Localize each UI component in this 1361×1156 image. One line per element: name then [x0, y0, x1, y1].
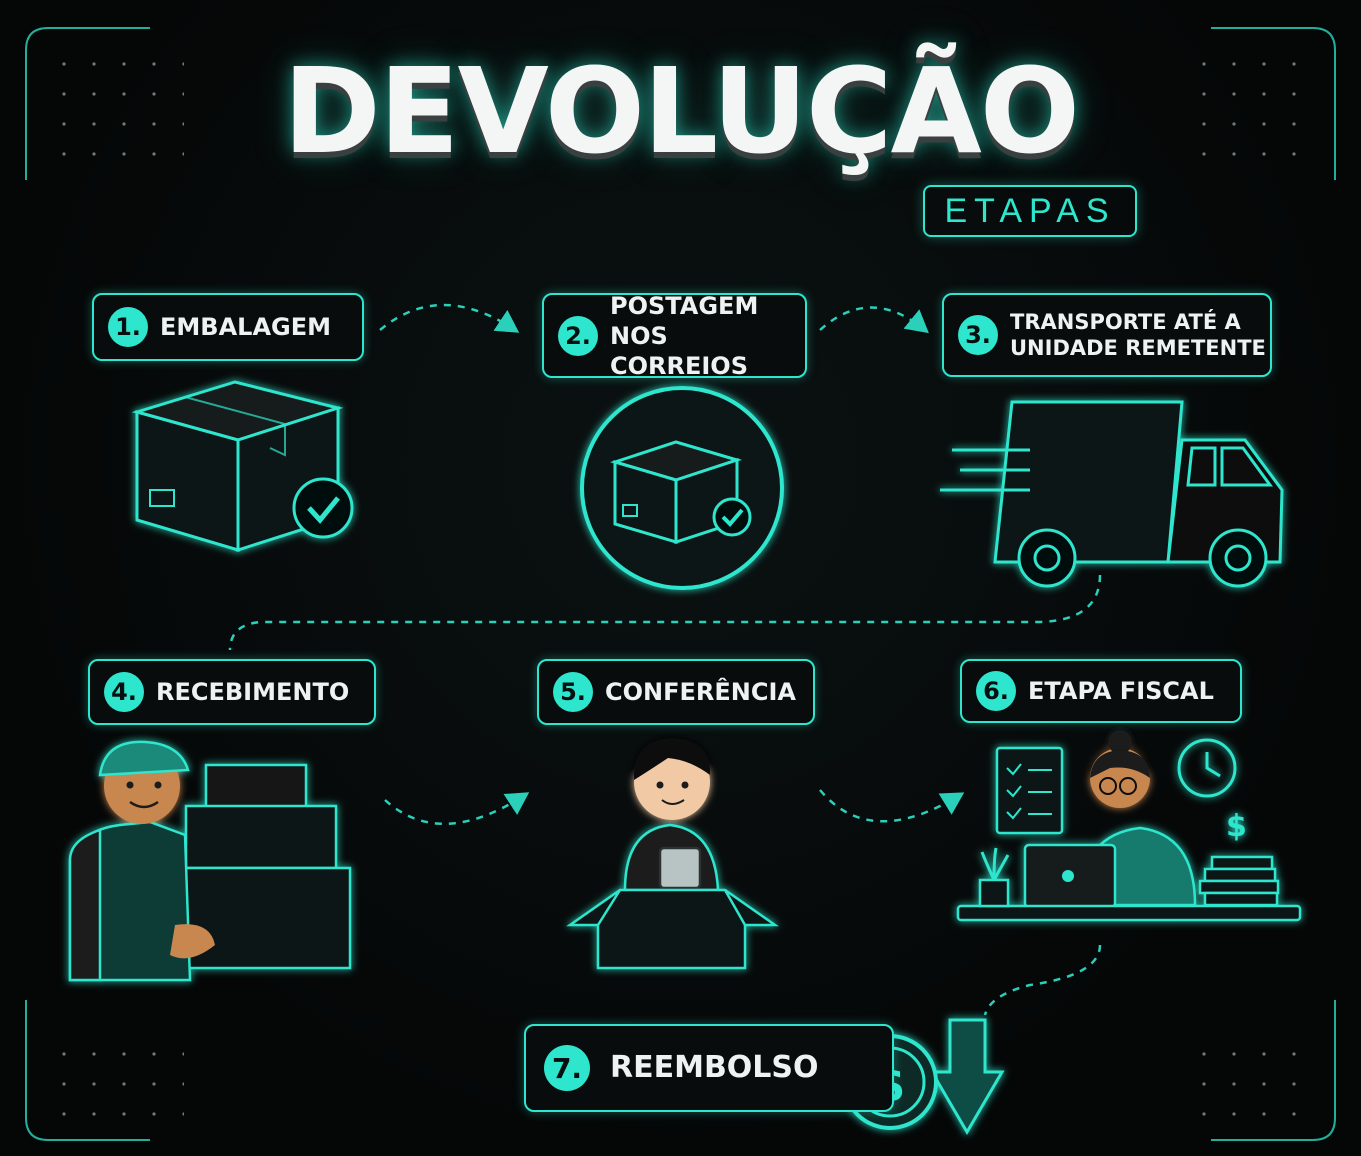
step-label-line-2: UNIDADE REMETENTE [1010, 336, 1266, 360]
page-subtitle: ETAPAS [923, 185, 1137, 237]
step-label: CONFERÊNCIA [605, 678, 796, 706]
step-number-badge: 1. [108, 307, 148, 347]
step-label-line-2: NOS CORREIOS [610, 321, 748, 380]
connectors [228, 303, 1102, 1016]
step-number-badge: 4. [104, 672, 144, 712]
step-number-badge: 2. [558, 315, 598, 356]
box-check-icon [131, 380, 354, 553]
inspection-person-icon [566, 738, 779, 970]
step-conferencia: 5. CONFERÊNCIA [537, 659, 815, 725]
step-number-badge: 7. [544, 1045, 590, 1091]
page-title: DEVOLUÇÃO [282, 42, 1080, 180]
step-embalagem: 1. EMBALAGEM [92, 293, 364, 361]
step-label: EMBALAGEM [160, 313, 331, 341]
box-circle-icon [580, 386, 784, 590]
dot-grid-tr [1180, 60, 1310, 160]
step-transporte: 3. TRANSPORTE ATÉ A UNIDADE REMETENTE [942, 293, 1272, 377]
dot-grid-br [1180, 1040, 1310, 1140]
step-label: REEMBOLSO [610, 1050, 819, 1086]
step-number-badge: 3. [958, 315, 998, 355]
step-reembolso: 7. REEMBOLSO [524, 1024, 894, 1112]
step-recebimento: 4. RECEBIMENTO [88, 659, 376, 725]
step-postagem: 2. POSTAGEM NOS CORREIOS [542, 291, 807, 380]
dot-grid-bl [54, 1040, 184, 1140]
step-label-line-1: POSTAGEM [610, 291, 759, 320]
step-number-badge: 5. [553, 672, 593, 712]
svg-text:$: $ [1226, 809, 1247, 844]
worker-boxes-icon [68, 740, 352, 982]
step-etapa-fiscal: 6. ETAPA FISCAL [960, 659, 1242, 723]
frame-corners [25, 27, 1336, 1141]
dot-grid-tl [54, 60, 184, 160]
delivery-truck-icon [940, 400, 1284, 588]
step-label-line-1: TRANSPORTE ATÉ A [1010, 309, 1241, 334]
step-label: ETAPA FISCAL [1028, 677, 1214, 705]
step-label: RECEBIMENTO [156, 678, 350, 706]
step-number-badge: 6. [976, 671, 1016, 711]
fiscal-desk-icon: $ [956, 730, 1302, 922]
